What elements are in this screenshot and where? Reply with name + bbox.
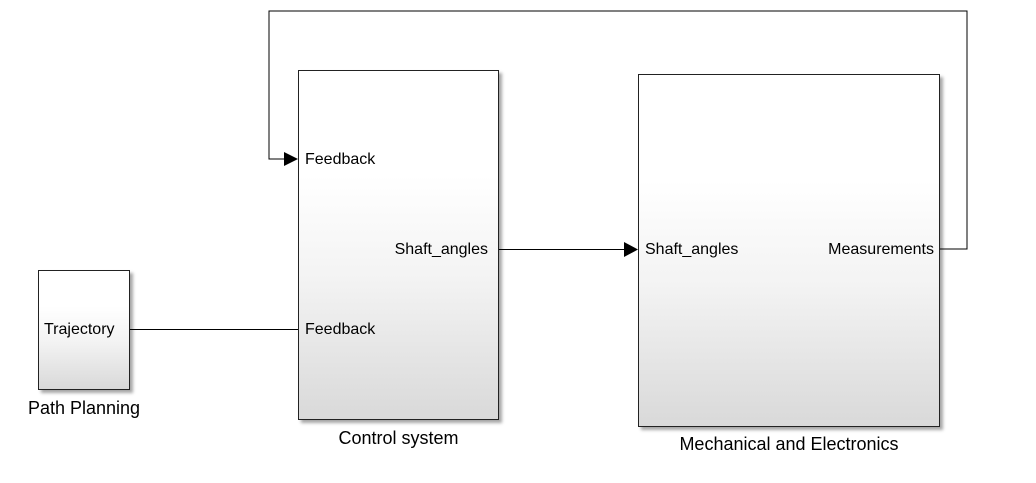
mechanical-electronics-caption: Mechanical and Electronics	[679, 434, 899, 454]
control-system-caption: Control system	[338, 428, 459, 448]
path-planning-block[interactable]: Trajectory	[38, 270, 130, 390]
port-feedback-bottom: Feedback	[305, 321, 376, 338]
arrowhead-feedback-top	[284, 152, 298, 166]
arrowhead-shaft-angles	[624, 242, 638, 257]
port-measurements: Measurements	[828, 241, 934, 258]
port-shaft-angles-out: Shaft_angles	[394, 241, 488, 258]
control-system-block[interactable]: Feedback Shaft_angles Feedback	[298, 70, 499, 420]
port-trajectory: Trajectory	[44, 321, 115, 338]
mechanical-electronics-block[interactable]: Shaft_angles Measurements	[638, 74, 940, 427]
path-planning-caption: Path Planning	[27, 398, 141, 418]
port-feedback-top: Feedback	[305, 151, 376, 168]
wire-measurements-to-feedback[interactable]	[268, 10, 968, 250]
port-shaft-angles-in: Shaft_angles	[645, 241, 739, 258]
